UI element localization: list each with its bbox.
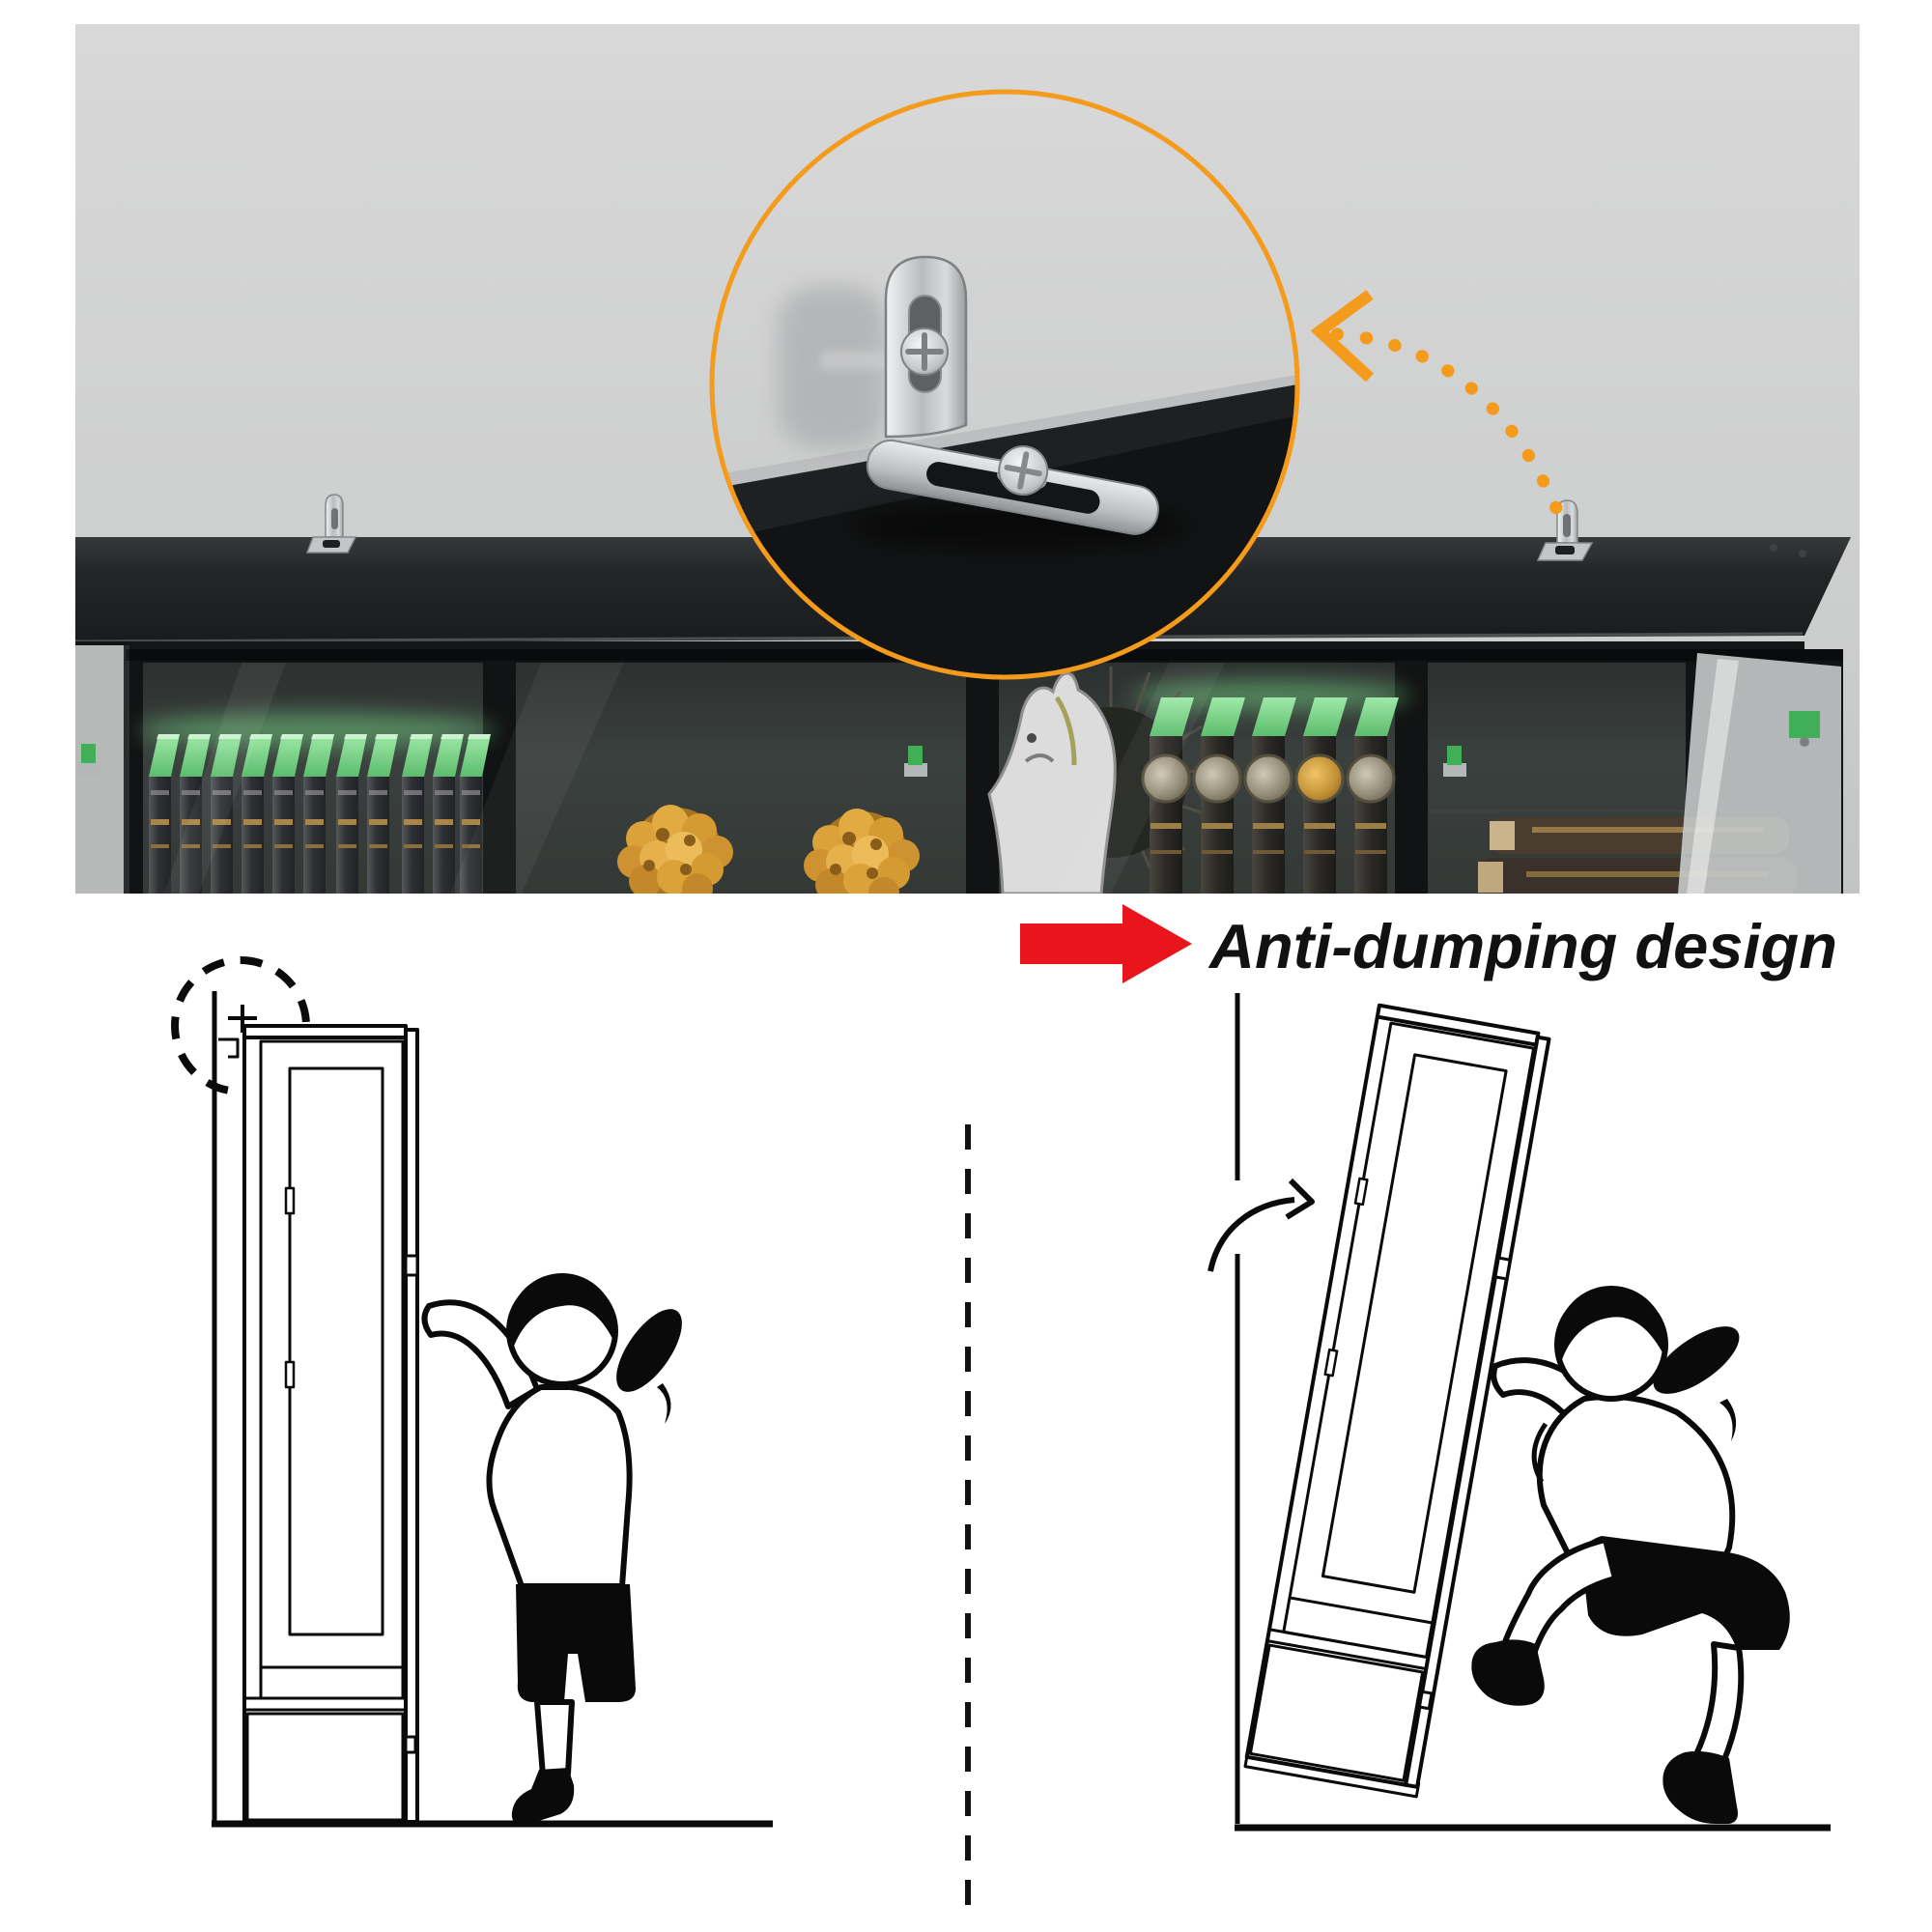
door-knob [404,1254,419,1277]
child-ponytail [1653,1326,1740,1394]
orange-chevron-arrow [1310,290,1375,383]
child-hair [1557,1285,1666,1362]
anti-tip-bracket-plate [884,255,968,439]
heading-label: Anti-dumping design [1208,911,1837,981]
child-standing-sock [1662,1750,1738,1824]
diagram-secured [171,956,773,1828]
door-hinge-icons [77,744,1466,777]
book-row-ornate [1141,696,1401,894]
child-shorts [516,1584,636,1702]
anti-tip-bracket-small-right [1536,499,1594,561]
child-arm [421,1299,540,1409]
magnifier-rim [709,89,1300,680]
child-hair [509,1272,616,1349]
diagram-tipping [1208,993,1831,1832]
heading-row: Anti-dumping design [1020,904,1837,983]
door-knob [1417,1690,1434,1711]
child-standing-leg [1693,1641,1745,1765]
open-glass-door [1678,653,1841,894]
horse-sculpture [987,667,1210,894]
glass-door-4 [1428,663,1686,894]
magnifier [709,89,1300,680]
child-sock [511,1768,575,1825]
door-knob [1493,1256,1512,1281]
child-climbing [1471,1285,1790,1824]
anti-tip-bracket-small-left [305,494,357,554]
child-shorts [1579,1536,1790,1650]
child-shirt [486,1384,633,1589]
dotted-trail [1330,327,1568,526]
cabinet-secured [242,1024,419,1824]
child-standing [421,1272,682,1825]
child-leg [534,1699,575,1778]
child-ponytail [616,1309,682,1392]
tilt-arrow [1208,1178,1315,1272]
door-knob [404,1735,417,1754]
red-arrow [1020,904,1192,983]
anti-tip-bracket-base [866,439,1159,535]
cabinet-tipping [1243,1003,1551,1799]
child-raised-sock [1471,1639,1545,1706]
